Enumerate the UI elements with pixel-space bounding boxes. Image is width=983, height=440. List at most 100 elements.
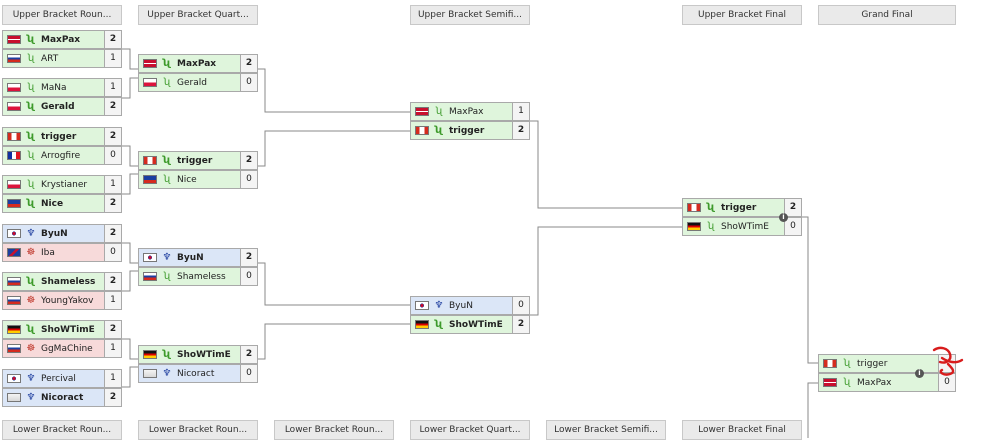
player-name: ShoWTimE: [41, 324, 95, 335]
player-score: 2: [104, 128, 121, 145]
player-score: 1: [104, 340, 121, 357]
player-name: Nicoract: [41, 392, 84, 403]
player-score: 2: [104, 321, 121, 338]
protoss-race-icon: ʯ: [707, 220, 715, 232]
protoss-race-icon: ʯ: [435, 124, 443, 136]
flag-russia-icon: [7, 54, 21, 63]
player-score: 1: [104, 50, 121, 67]
header-lower-quarterfinal: Lower Bracket Quart...: [410, 420, 530, 440]
player-score: 0: [938, 374, 955, 391]
player-score: 2: [512, 122, 529, 139]
flag-poland-icon: [7, 83, 21, 92]
player-name: ShoWTimE: [177, 349, 231, 360]
player-score: 1: [512, 103, 529, 120]
header-upper-round-1: Upper Bracket Roun...: [2, 5, 122, 25]
info-icon[interactable]: i: [779, 213, 788, 222]
player-name: ShoWTimE: [449, 319, 503, 330]
protoss-race-icon: ʯ: [435, 105, 443, 117]
flag-poland-icon: [7, 180, 21, 189]
flag-korea-icon: [143, 253, 157, 262]
player-slot[interactable]: ♆ Nicoract 0: [138, 364, 258, 383]
flag-germany-icon: [143, 350, 157, 359]
player-score: 0: [240, 365, 257, 382]
flag-korea-icon: [415, 301, 429, 310]
protoss-race-icon: ʯ: [707, 201, 715, 213]
header-upper-semifinal: Upper Bracket Semifi...: [410, 5, 530, 25]
zerg-race-icon: ☸: [26, 246, 36, 258]
flag-taiwan-icon: [7, 199, 21, 208]
flag-denmark-icon: [7, 35, 21, 44]
player-score: 0: [240, 74, 257, 91]
header-upper-quarterfinal: Upper Bracket Quart...: [138, 5, 258, 25]
player-name: YoungYakov: [41, 295, 94, 306]
player-score: 0: [512, 297, 529, 314]
player-slot[interactable]: ʯ trigger 2: [410, 121, 530, 140]
terran-race-icon: ♆: [162, 367, 172, 379]
player-name: Nice: [177, 174, 197, 185]
player-name: ByuN: [177, 252, 204, 263]
flag-france-icon: [7, 151, 21, 160]
player-score: 0: [240, 268, 257, 285]
player-score: 2: [240, 249, 257, 266]
player-name: MaxPax: [857, 377, 892, 388]
info-icon[interactable]: i: [915, 369, 924, 378]
player-name: trigger: [449, 125, 485, 136]
player-name: Arrogfire: [41, 150, 81, 161]
player-name: Gerald: [41, 101, 75, 112]
flag-germany-icon: [687, 222, 701, 231]
player-score: 2: [104, 31, 121, 48]
flag-poland-icon: [7, 102, 21, 111]
flag-russia-icon: [7, 344, 21, 353]
flag-russia-icon: [7, 277, 21, 286]
protoss-race-icon: ʯ: [27, 149, 35, 161]
player-name: trigger: [857, 358, 888, 369]
flag-canada-icon: [7, 132, 21, 141]
protoss-race-icon: ʯ: [163, 57, 171, 69]
protoss-race-icon: ʯ: [163, 154, 171, 166]
player-score: 2: [240, 55, 257, 72]
player-name: Gerald: [177, 77, 207, 88]
flag-canada-icon: [823, 359, 837, 368]
protoss-race-icon: ʯ: [27, 275, 35, 287]
player-score: 2: [104, 195, 121, 212]
player-name: MaNa: [41, 82, 67, 93]
player-name: Nicoract: [177, 368, 215, 379]
player-score: 2: [512, 316, 529, 333]
header-lower-round-1: Lower Bracket Roun...: [2, 420, 122, 440]
terran-race-icon: ♆: [434, 299, 444, 311]
player-score: 2: [104, 225, 121, 242]
flag-russia-icon: [7, 296, 21, 305]
zerg-race-icon: ☸: [26, 342, 36, 354]
player-name: ByuN: [41, 228, 68, 239]
